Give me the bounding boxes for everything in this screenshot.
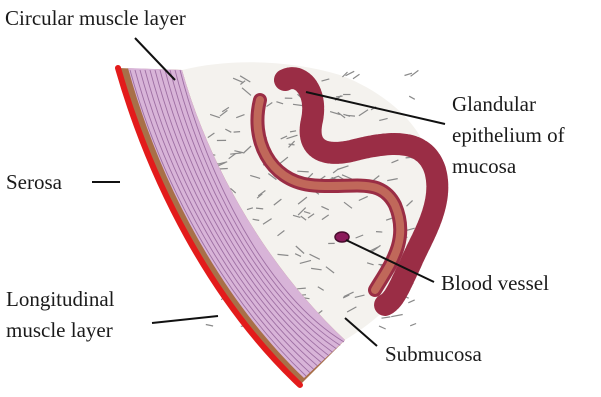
submucosa-fiber	[234, 132, 241, 133]
submucosa-fiber	[408, 300, 414, 303]
leader-longitudinal-muscle	[152, 316, 218, 323]
submucosa-fiber	[297, 288, 306, 289]
submucosa-fiber	[405, 73, 413, 75]
submucosa-fiber	[409, 96, 415, 99]
submucosa-fiber	[382, 317, 391, 318]
label-blood-vessel: Blood vessel	[441, 271, 549, 295]
submucosa-fiber	[256, 208, 263, 209]
submucosa-fiber	[206, 325, 213, 327]
submucosa-fiber	[410, 324, 416, 326]
submucosa-fiber	[289, 144, 295, 145]
label-serosa: Serosa	[6, 170, 63, 194]
submucosa-fiber	[379, 326, 386, 329]
submucosa-fiber	[391, 315, 403, 317]
label-submucosa: Submucosa	[385, 342, 483, 366]
label-circular-muscle-layer: Circular muscle layer	[5, 6, 186, 30]
submucosa-fiber	[297, 171, 308, 172]
submucosa-fiber	[353, 74, 360, 78]
label-longitudinal-muscle-layer: Longitudinal muscle layer	[6, 287, 120, 342]
label-glandular-epithelium: Glandular epithelium of mucosa	[452, 92, 570, 178]
